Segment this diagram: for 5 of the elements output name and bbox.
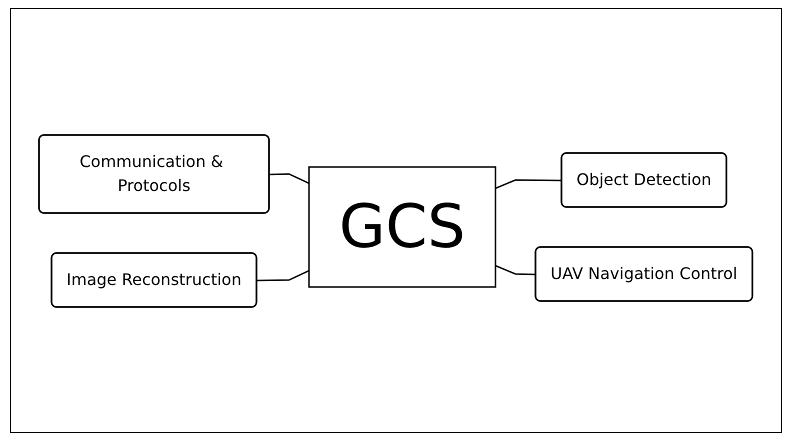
connector	[257, 269, 310, 281]
connector	[496, 264, 536, 275]
node-box: GCS	[308, 166, 497, 288]
connector	[496, 178, 562, 188]
connector	[270, 172, 310, 184]
